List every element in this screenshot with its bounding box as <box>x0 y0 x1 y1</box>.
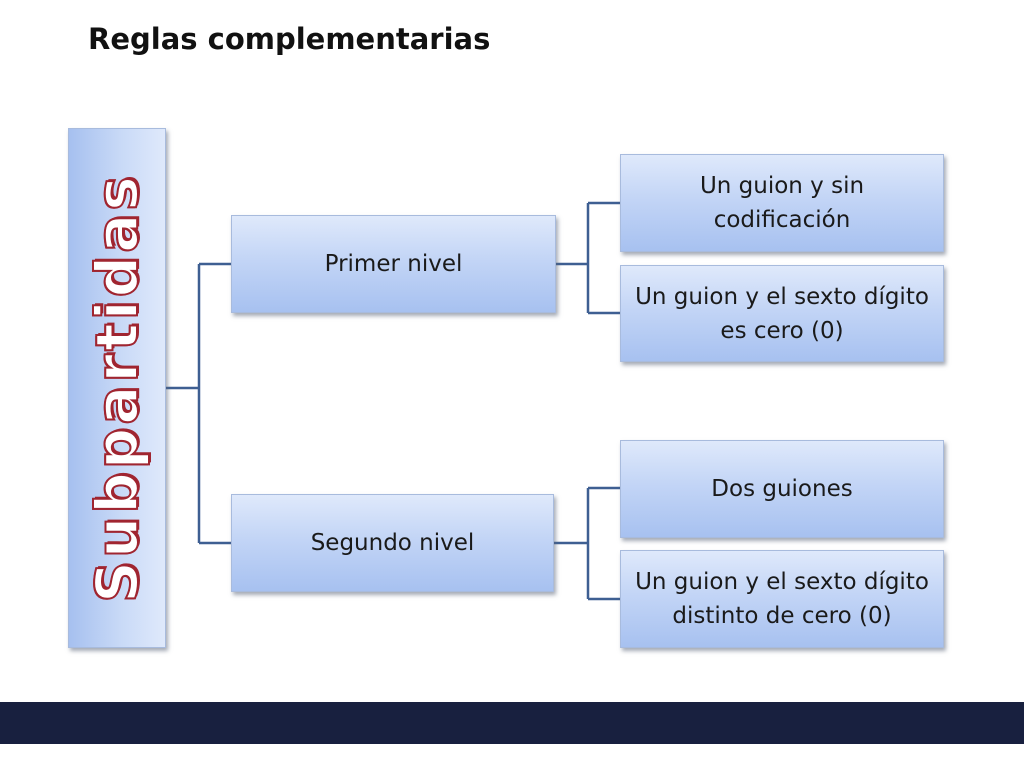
leaf-node-sexto-digito-cero: Un guion y el sexto dígito es cero (0) <box>620 265 944 362</box>
leaf-node-label: Dos guiones <box>711 476 853 502</box>
connector-level-2-to-children <box>554 486 620 601</box>
level-node-segundo-nivel: Segundo nivel <box>231 494 554 592</box>
leaf-node-label: Un guion y el sexto dígito distinto de c… <box>635 569 929 629</box>
level-node-label: Primer nivel <box>324 251 463 277</box>
root-node-subpartidas: Subpartidas <box>68 128 166 648</box>
leaf-node-sexto-digito-distinto-de-cero: Un guion y el sexto dígito distinto de c… <box>620 550 944 648</box>
connector-root-to-levels <box>166 262 231 545</box>
footer-bar <box>0 702 1024 744</box>
slide-title: Reglas complementarias <box>88 22 491 56</box>
leaf-node-dos-guiones: Dos guiones <box>620 440 944 538</box>
root-node-label: Subpartidas <box>82 172 152 604</box>
level-node-label: Segundo nivel <box>310 530 475 556</box>
leaf-node-un-guion-sin-codificacion: Un guion y sin codificación <box>620 154 944 252</box>
leaf-node-label: Un guion y el sexto dígito es cero (0) <box>635 283 929 344</box>
level-node-primer-nivel: Primer nivel <box>231 215 556 313</box>
connector-level-1-to-children <box>556 201 620 315</box>
leaf-node-label: Un guion y sin codificación <box>699 173 865 233</box>
